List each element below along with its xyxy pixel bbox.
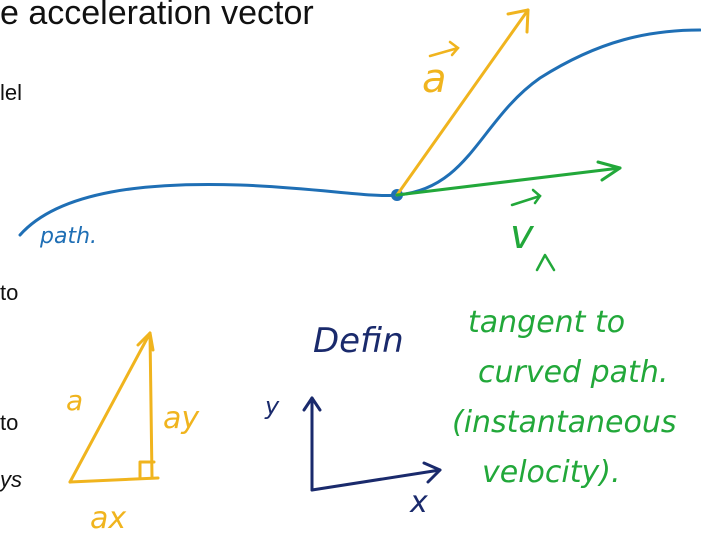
triangle-vertical-label: ay xyxy=(163,401,200,436)
slide-text-fragment: to xyxy=(0,280,19,305)
tangent-note-line: (instantaneous xyxy=(452,405,676,440)
tangent-note: tangent to curved path. (instantaneous v… xyxy=(452,305,676,490)
component-triangle xyxy=(68,331,160,484)
slide-text-fragment: ys xyxy=(0,467,22,492)
slide-text-fragment: to xyxy=(0,410,19,435)
tangent-note-line: tangent to xyxy=(468,305,625,340)
triangle-hypotenuse-label: a xyxy=(66,384,83,417)
tangent-note-line: curved path. xyxy=(478,355,668,390)
acceleration-vector xyxy=(395,8,530,197)
acceleration-label: a xyxy=(422,56,447,102)
velocity-arrow-mark xyxy=(510,188,542,207)
tangent-note-line: velocity). xyxy=(482,455,621,490)
path-label: path. xyxy=(39,224,97,249)
slide-title: e acceleration vector xyxy=(0,0,314,32)
x-axis-label: x xyxy=(409,485,428,520)
define-label: Defin xyxy=(313,321,404,361)
y-axis-label: y xyxy=(264,392,280,420)
acceleration-arrow-mark xyxy=(428,40,460,58)
velocity-vector xyxy=(395,160,622,197)
triangle-horizontal-label: ax xyxy=(90,501,126,536)
coordinate-axes xyxy=(302,396,442,492)
slide-text-fragment: lel xyxy=(0,80,23,105)
curved-path xyxy=(18,28,701,237)
caret-arrow xyxy=(535,253,556,272)
velocity-label: v xyxy=(510,212,535,258)
